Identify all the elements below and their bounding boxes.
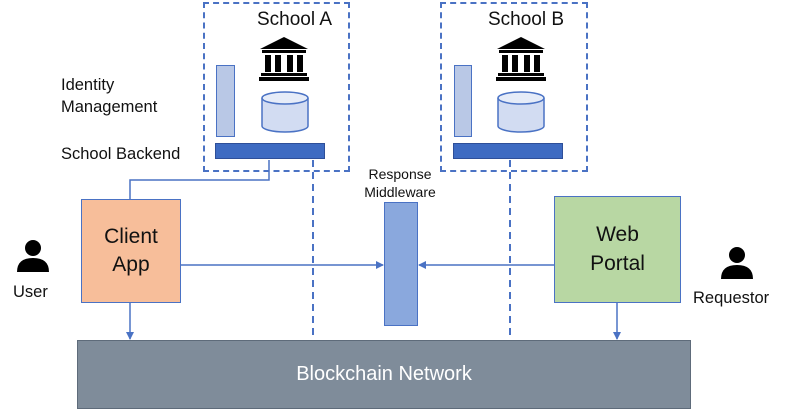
school-b-box bbox=[440, 2, 588, 172]
web-portal-node: Web Portal bbox=[554, 196, 681, 303]
blockchain-network-node: Blockchain Network bbox=[77, 340, 691, 409]
database-icon bbox=[497, 91, 545, 133]
school-b-identity-bar bbox=[454, 65, 472, 137]
requestor-label: Requestor bbox=[693, 289, 770, 307]
school-a-title: School A bbox=[257, 9, 332, 30]
client-app-node: Client App bbox=[81, 199, 181, 303]
school-a-identity-bar bbox=[216, 65, 235, 137]
school-a-backend-bar bbox=[215, 143, 325, 159]
database-icon bbox=[261, 91, 309, 133]
response-middleware-label: Response Middleware bbox=[364, 166, 436, 200]
school-a-box bbox=[203, 2, 350, 172]
bank-icon bbox=[496, 37, 546, 81]
school-b-backend-bar bbox=[453, 143, 563, 159]
user-label: User bbox=[13, 283, 48, 301]
client-app-label: Client App bbox=[104, 224, 158, 276]
identity-management-label: Identity Management bbox=[61, 76, 158, 116]
web-portal-label: Web Portal bbox=[590, 223, 645, 275]
person-icon bbox=[721, 247, 753, 279]
school-b-title: School B bbox=[488, 9, 565, 30]
bank-icon bbox=[259, 37, 309, 81]
person-icon bbox=[17, 240, 49, 272]
response-middleware-bar bbox=[384, 202, 418, 326]
school-backend-label: School Backend bbox=[61, 145, 181, 163]
blockchain-network-label: Blockchain Network bbox=[296, 363, 472, 385]
